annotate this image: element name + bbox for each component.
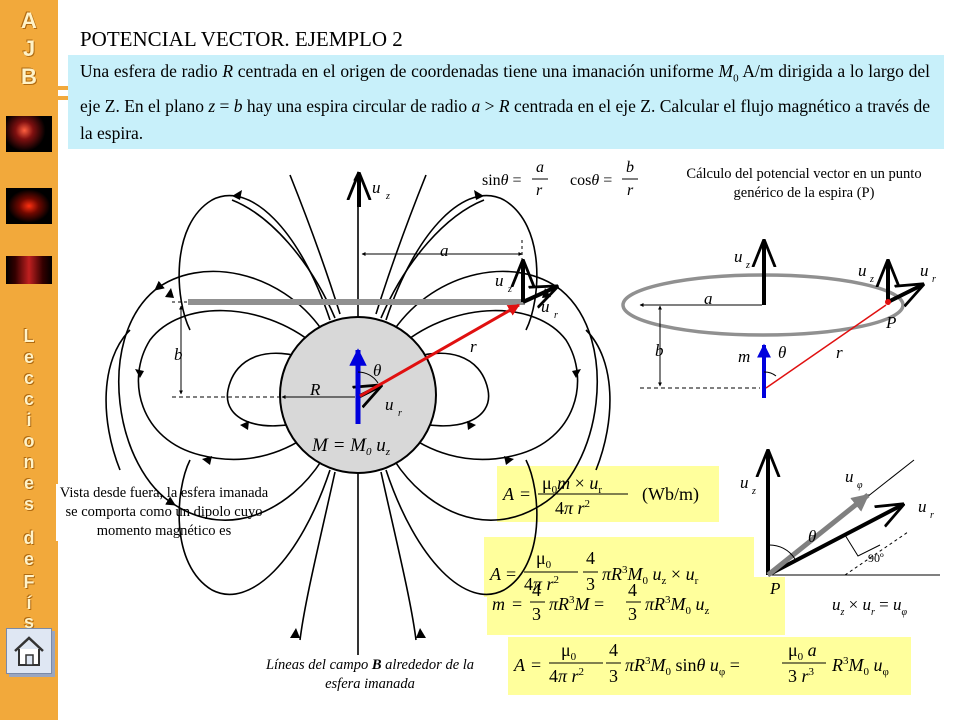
label-m: m <box>738 347 750 366</box>
svg-text:r: r <box>398 408 402 419</box>
logo-letter: J <box>22 36 36 61</box>
vertical-text-letter: í <box>26 593 32 613</box>
svg-text:b: b <box>626 159 634 176</box>
vertical-text-letter: e <box>23 549 34 569</box>
magnetized-sphere <box>279 316 437 474</box>
label-theta: θ <box>808 527 816 546</box>
svg-text:r: r <box>536 182 543 199</box>
svg-text:r: r <box>627 182 634 199</box>
label-uz: u <box>372 178 381 197</box>
svg-text:r: r <box>932 274 936 285</box>
svg-text:u: u <box>920 261 929 280</box>
vertical-text-letter: e <box>23 347 34 367</box>
vertical-text-letter: c <box>23 389 34 409</box>
problem-statement: Una esfera de radio R centrada en el ori… <box>68 55 944 149</box>
label-ur: u <box>385 395 394 414</box>
theta-arc <box>357 371 379 384</box>
label-ur: u <box>541 297 550 316</box>
label-r: r <box>836 343 843 362</box>
svg-text:u: u <box>740 473 749 492</box>
svg-text:z: z <box>507 284 512 295</box>
vertical-text-letter: c <box>23 368 34 388</box>
dimension-lines <box>172 240 523 399</box>
label-P: P <box>885 313 896 332</box>
svg-text:u: u <box>734 247 743 266</box>
label-a: a <box>440 241 449 260</box>
equation-box-moment <box>487 577 785 635</box>
label-theta: θ <box>778 343 786 362</box>
svg-text:u: u <box>845 467 854 486</box>
sidebar: A J B L e c c i o n e s d e F í s <box>0 0 68 720</box>
unit-vectors-main <box>358 175 556 397</box>
page-title: POTENCIAL VECTOR. EJEMPLO 2 <box>80 27 403 51</box>
vertical-text-letter: i <box>26 410 32 430</box>
svg-text:sinθ =: sinθ = <box>482 172 522 189</box>
logo-letter: B <box>21 64 37 89</box>
vertical-text-letter: d <box>23 528 35 548</box>
vertical-text-letter: e <box>23 473 34 493</box>
svg-text:u: u <box>918 497 927 516</box>
vertical-text-letter: s <box>23 612 34 632</box>
radius-vector <box>359 303 521 398</box>
label-R: R <box>309 380 321 399</box>
svg-text:z: z <box>745 260 750 271</box>
label-a: a <box>704 289 713 308</box>
vertical-text-letter: n <box>23 452 35 472</box>
label-ninety: 90º <box>868 551 884 565</box>
thumbnail-image <box>6 256 52 284</box>
svg-text:r: r <box>930 510 934 521</box>
thumbnail-image <box>6 116 52 152</box>
potential-calc-caption: Cálculo del potencial vector en un punto… <box>686 166 922 201</box>
label-b: b <box>655 341 664 360</box>
field-lines-caption: Líneas del campo B alrededor de la esfer… <box>265 657 475 692</box>
outside-view-caption: Vista desde fuera, la esfera imanada se … <box>56 484 272 541</box>
svg-text:u: u <box>858 261 867 280</box>
vertical-text-letter: L <box>23 326 35 346</box>
svg-text:z: z <box>869 274 874 285</box>
vertical-text-letter: F <box>23 572 35 592</box>
home-button[interactable] <box>6 628 52 674</box>
vertical-text-letter: o <box>23 431 35 451</box>
svg-text:cosθ =: cosθ = <box>570 172 612 189</box>
svg-text:z: z <box>385 191 390 202</box>
logo-letter: A <box>21 8 37 33</box>
vertical-text-letter: s <box>23 494 34 514</box>
thumbnail-image <box>6 188 52 224</box>
label-theta: θ <box>373 361 381 380</box>
trig-equations: sinθ = ar cosθ = br <box>482 159 638 199</box>
equation-box-final <box>508 637 911 695</box>
label-b: b <box>174 345 183 364</box>
label-r: r <box>470 337 477 356</box>
loop-ellipse <box>621 273 905 337</box>
svg-text:r: r <box>554 310 558 321</box>
equation-box-dipole <box>497 466 719 522</box>
label-M-equation: M = M0 uz <box>311 435 391 458</box>
label-uz: u <box>495 271 504 290</box>
svg-text:φ: φ <box>857 480 863 491</box>
cross-product-equation: uz × ur = uφ <box>832 595 908 618</box>
svg-text:a: a <box>536 159 544 176</box>
home-icon <box>14 636 44 666</box>
svg-text:z: z <box>751 486 756 497</box>
